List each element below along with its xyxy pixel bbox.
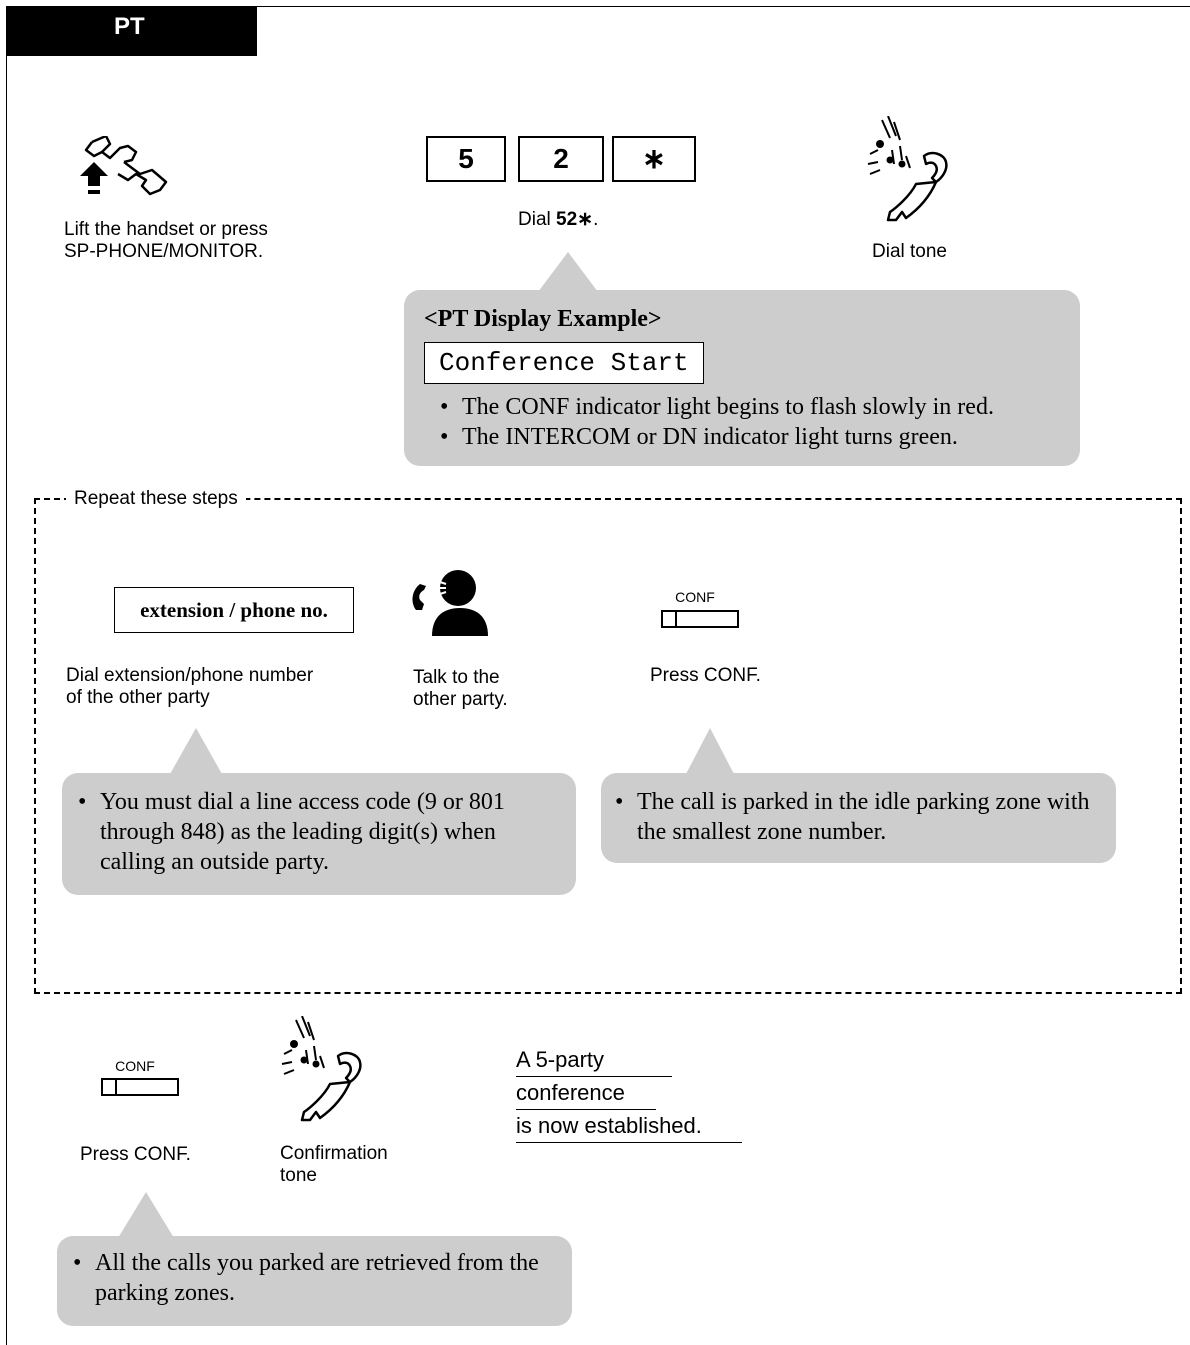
dial-prefix: Dial xyxy=(518,209,557,230)
dial-code: 52∗ xyxy=(556,209,594,230)
conf-key xyxy=(661,610,739,628)
result-line-1: A 5-party xyxy=(516,1044,672,1077)
dial-suffix: . xyxy=(593,209,599,230)
display-bullet-1: The CONF indicator light begins to flash… xyxy=(440,392,994,422)
dial-key-star: ∗ xyxy=(612,136,696,182)
dial-key-5: 5 xyxy=(426,136,506,182)
dial-key-2: 2 xyxy=(518,136,604,182)
display-example-heading: <PT Display Example> xyxy=(424,306,662,332)
result-text: A 5-party conference is now established. xyxy=(516,1044,742,1143)
display-bullets: The CONF indicator light begins to flash… xyxy=(440,392,994,452)
frame-top-rule xyxy=(6,6,1190,7)
final-conf-key-label: CONF xyxy=(115,1058,155,1074)
display-bullet-2: The INTERCOM or DN indicator light turns… xyxy=(440,422,994,452)
confirmation-tone-caption: Confirmation tone xyxy=(280,1143,388,1186)
handset-tone-icon xyxy=(867,116,948,222)
handset-tone-icon xyxy=(281,1016,362,1122)
parking-zone-callout: The call is parked in the idle parking z… xyxy=(601,773,1116,863)
result-line-2: conference xyxy=(516,1077,656,1110)
callout-pointer xyxy=(538,252,598,292)
dial-code-caption: Dial 52∗. xyxy=(518,209,598,231)
lcd-display: Conference Start xyxy=(424,342,704,384)
parking-zone-bullets: The call is parked in the idle parking z… xyxy=(615,787,1105,847)
dial-extension-caption: Dial extension/phone number of the other… xyxy=(66,665,314,708)
line-access-bullets: You must dial a line access code (9 or 8… xyxy=(78,787,562,877)
final-conf-key xyxy=(101,1078,179,1096)
lift-handset-caption: Lift the handset or press SP-PHONE/MONIT… xyxy=(64,219,268,262)
extension-phone-box: extension / phone no. xyxy=(114,587,354,633)
repeat-steps-label: Repeat these steps xyxy=(66,488,246,510)
talk-icon xyxy=(412,570,488,636)
retrieved-calls-callout: All the calls you parked are retrieved f… xyxy=(57,1236,572,1326)
line-access-callout: You must dial a line access code (9 or 8… xyxy=(62,773,576,895)
result-line-3: is now established. xyxy=(516,1110,742,1143)
final-press-conf-caption: Press CONF. xyxy=(80,1144,191,1165)
line-access-bullet: You must dial a line access code (9 or 8… xyxy=(78,787,562,877)
conf-key-label: CONF xyxy=(675,589,715,605)
retrieved-calls-bullet: All the calls you parked are retrieved f… xyxy=(73,1248,559,1308)
parking-zone-bullet: The call is parked in the idle parking z… xyxy=(615,787,1105,847)
callout-pointer xyxy=(118,1192,174,1238)
talk-caption: Talk to the other party. xyxy=(413,667,508,710)
section-tab: PT xyxy=(6,6,257,56)
repeat-steps-box xyxy=(34,498,1182,994)
frame-left-rule xyxy=(6,6,7,1345)
callout-pointer xyxy=(170,728,222,774)
display-example-callout: <PT Display Example> Conference Start Th… xyxy=(404,290,1080,466)
retrieved-calls-bullets: All the calls you parked are retrieved f… xyxy=(73,1248,559,1308)
callout-pointer xyxy=(686,728,734,774)
off-hook-icon xyxy=(80,136,168,196)
dial-tone-caption: Dial tone xyxy=(872,241,947,262)
press-conf-caption: Press CONF. xyxy=(650,665,761,686)
